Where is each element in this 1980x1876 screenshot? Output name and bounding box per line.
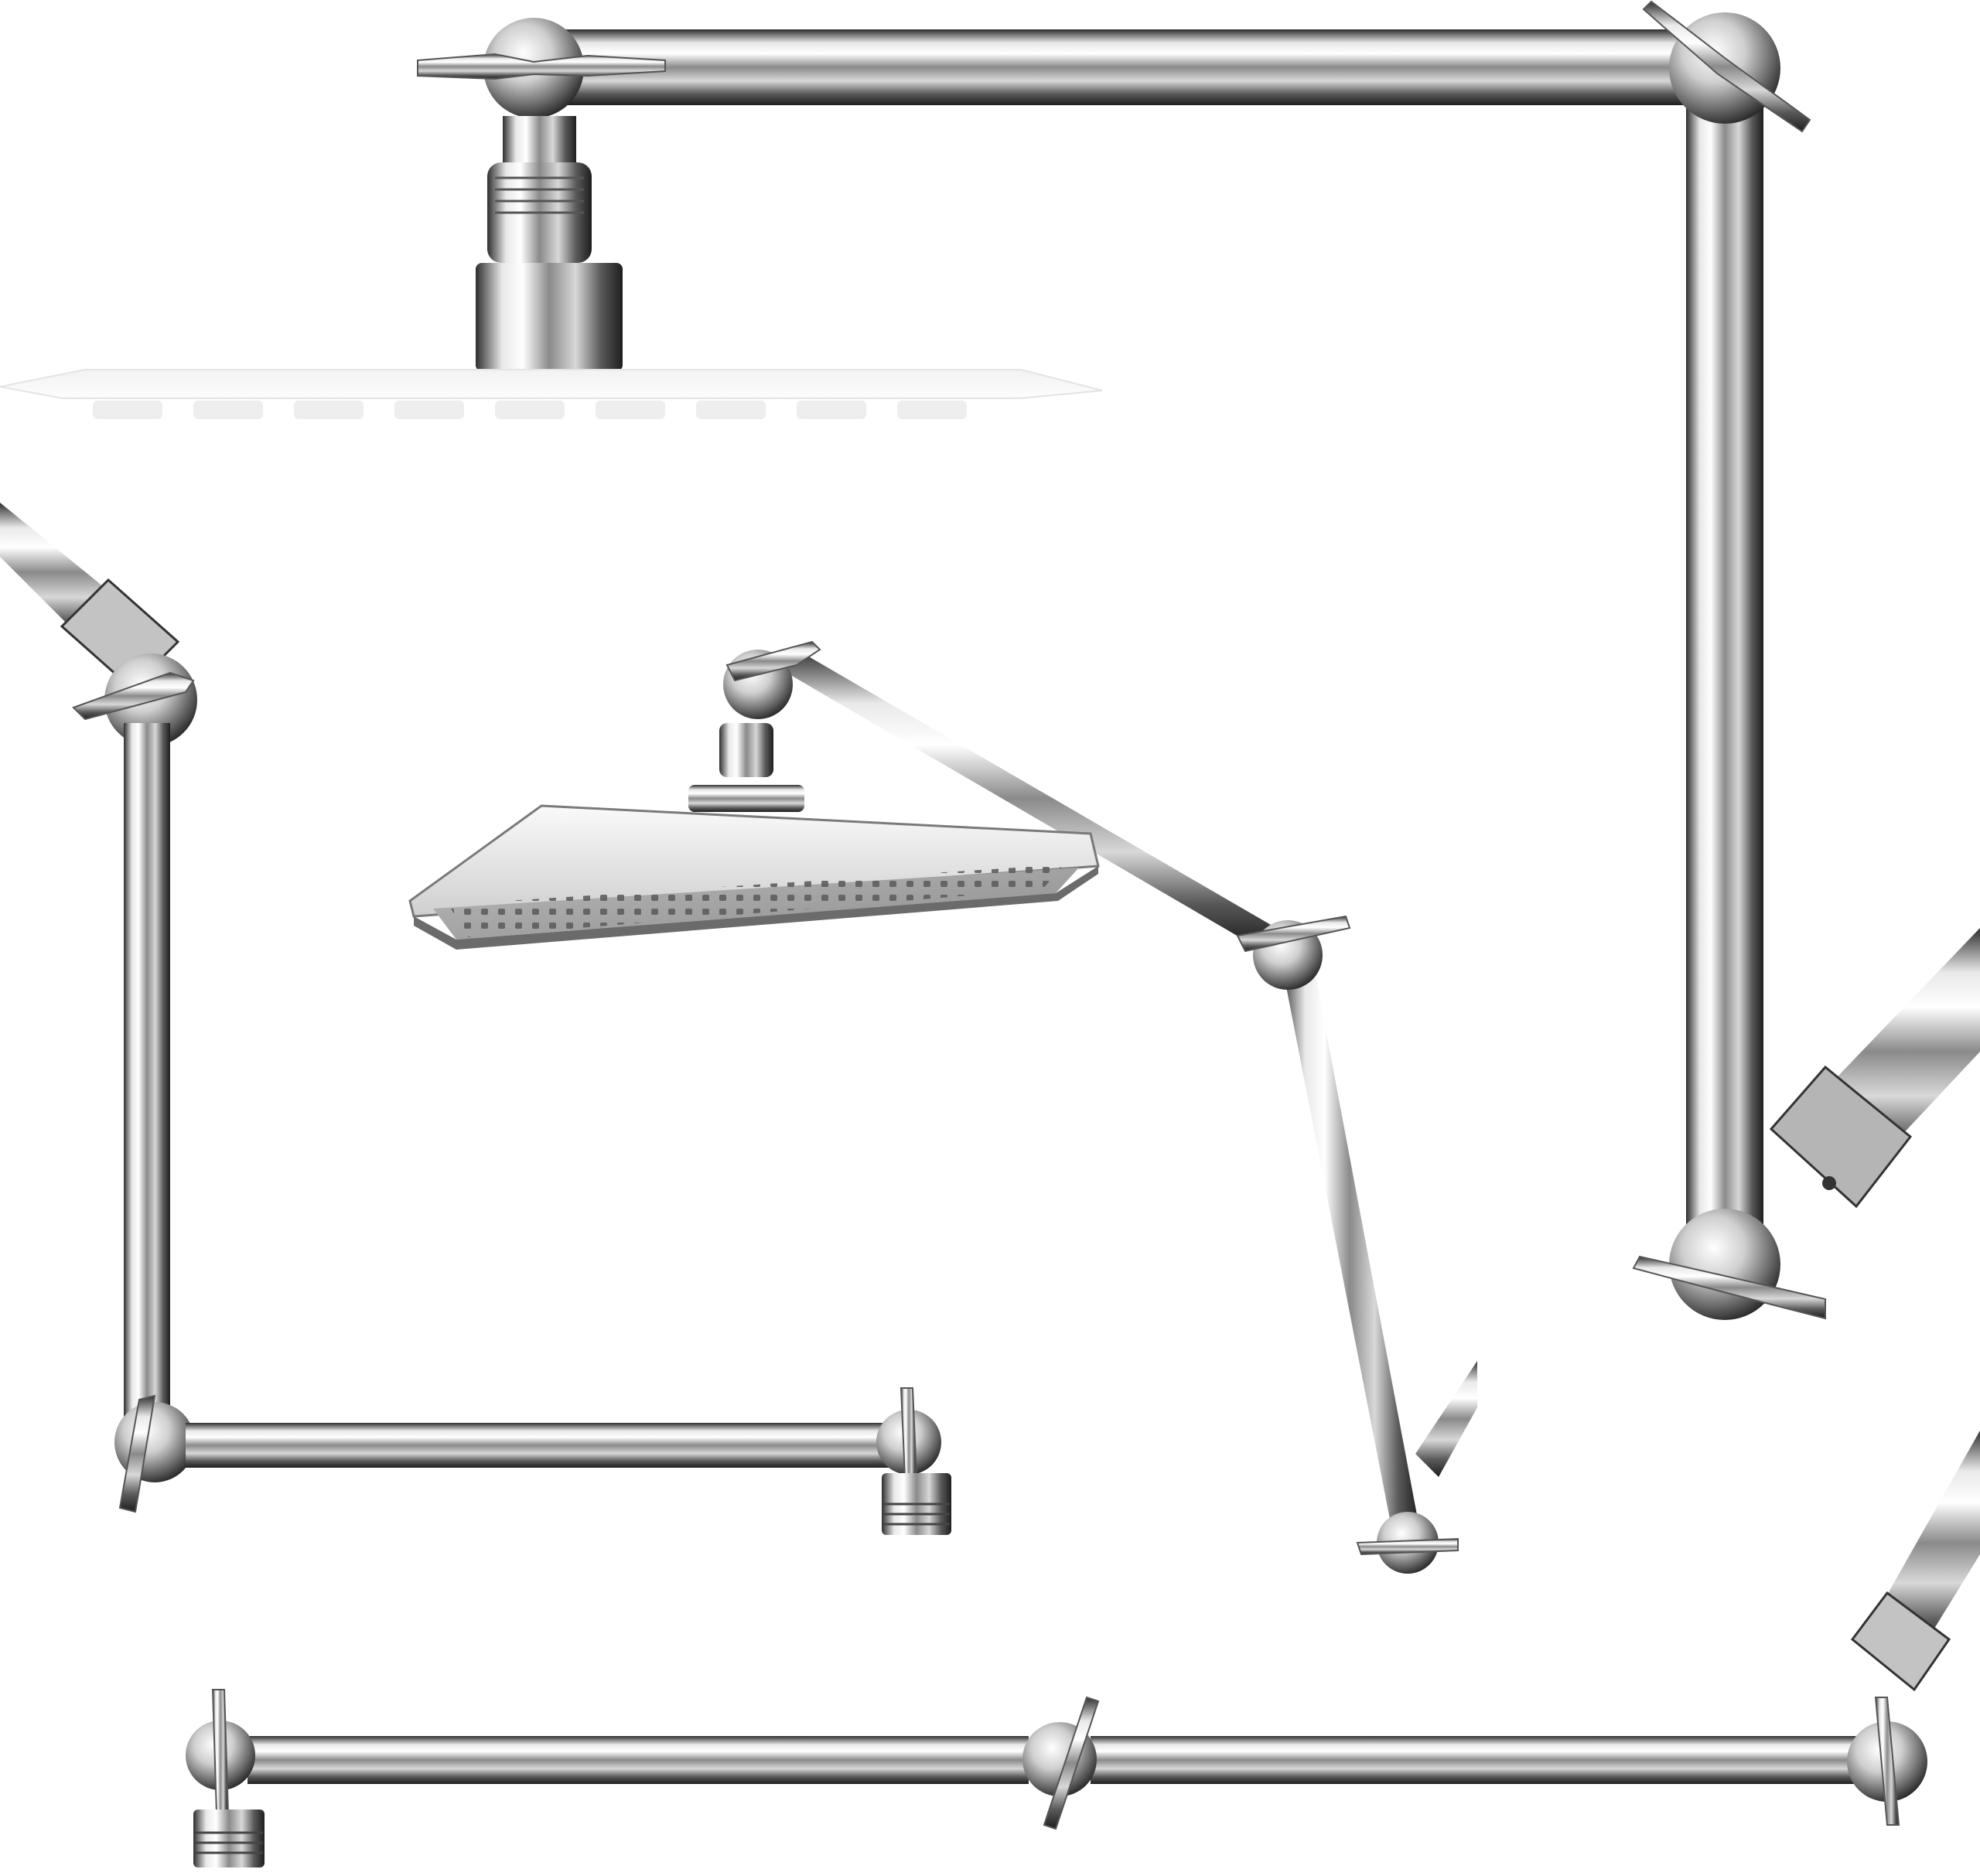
top-left-thumb-screw [417, 53, 666, 80]
center-swivel-neck [719, 723, 773, 777]
left-vertical-bar [124, 723, 170, 1434]
center-bottom-thumb-screw [1356, 1537, 1459, 1556]
left-horizontal-bar [186, 1423, 889, 1468]
showerhead-rim [414, 866, 1098, 950]
rain-showerhead-faded [0, 369, 1103, 399]
center-side-pipe [1415, 1361, 1477, 1477]
right-vertical-bar [1686, 77, 1763, 1284]
bottom-right-thumb-screw [1632, 1255, 1826, 1320]
nozzle-grid [449, 865, 1063, 937]
top-horizontal-bar [557, 29, 1686, 105]
bottom-left-threads [195, 1831, 263, 1854]
left-end-threads [883, 1503, 950, 1526]
left-upper-thumb-screw [72, 671, 195, 721]
bottom-middle-thumb-screw [1043, 1696, 1100, 1830]
center-upper-arm [773, 650, 1276, 947]
bottom-right-inlet-pipe [1879, 1431, 1980, 1655]
bottom-right-hex-nut [1850, 1591, 1951, 1692]
center-lower-arm [1280, 951, 1419, 1531]
showerhead-ball-nut [476, 263, 623, 371]
center-flange [688, 785, 804, 812]
center-top-thumb-screw [725, 640, 821, 682]
swivel-neck [503, 116, 576, 162]
center-mid-thumb-screw [1236, 915, 1351, 953]
arm-assembly-bottom [186, 1431, 1980, 1867]
bottom-right-bar [1091, 1736, 1864, 1784]
bottom-right-joint [1669, 1209, 1780, 1320]
faded-nozzle-row [93, 401, 967, 419]
bottom-left-threaded-fitting [193, 1809, 265, 1867]
right-set-screw [1822, 1176, 1836, 1190]
bottom-left-bar [248, 1736, 1029, 1784]
arm-assembly-center [408, 640, 1477, 1574]
connector-threads [495, 176, 584, 214]
bottom-right-end-thumb-screw [1874, 1697, 1900, 1826]
arm-assembly-left [0, 503, 951, 1535]
left-lower-thumb-screw [118, 1394, 156, 1513]
bottom-left-thumb-screw [211, 1689, 230, 1814]
top-right-thumb-screw [1642, 0, 1811, 133]
arm-assembly-top [0, 0, 1980, 1320]
